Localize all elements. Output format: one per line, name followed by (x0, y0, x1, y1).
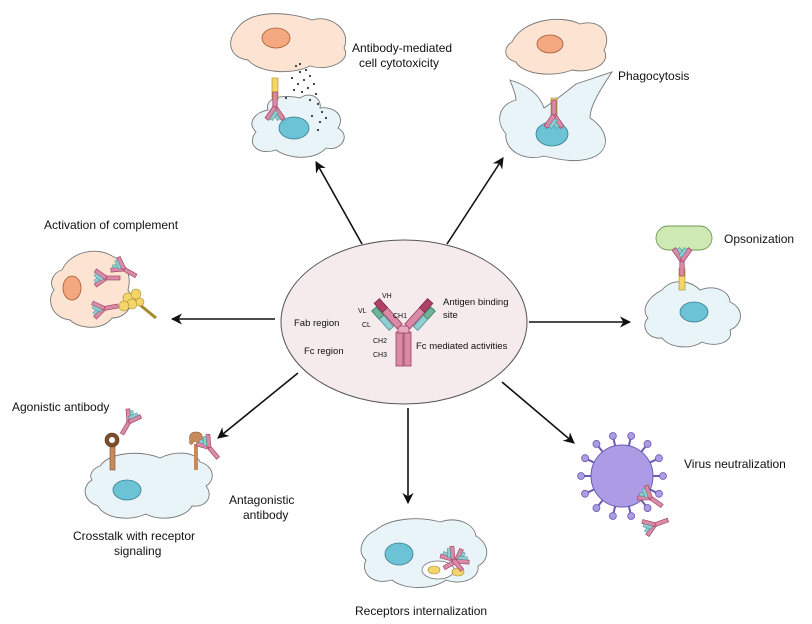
crosstalk-label: Crosstalk with receptor (73, 529, 195, 543)
fab-region-label: Fab region (294, 318, 339, 329)
target-nucleus (261, 27, 291, 49)
domain-cl-label: CL (362, 322, 371, 329)
target-nucleus (62, 275, 82, 301)
virus-spike-tip (659, 472, 667, 480)
arrow-phagocytosis (446, 157, 504, 245)
virus-spike-tip (592, 504, 601, 512)
arrow-agonist (217, 372, 299, 439)
domain-vh-label: VH (382, 293, 392, 300)
crosstalk-label-2: signaling (114, 544, 161, 558)
opsonization-label: Opsonization (724, 232, 794, 246)
center-antibody-structure: VH VL CL CH1 CH2 CH3 Fab region Fc regio… (280, 239, 528, 405)
antibody-icon (371, 298, 436, 367)
virus-spike-tip (643, 504, 652, 512)
domain-vl-label: VL (358, 308, 367, 315)
receptor-signaling-illustration: Agonistic antibody Antagonistic antibody… (12, 400, 294, 558)
virus-neutralization-illustration: Virus neutralization (577, 432, 786, 539)
signaling-cell (84, 452, 213, 519)
phagocytosis-label: Phagocytosis (618, 69, 689, 83)
virus-spike-tip (655, 454, 663, 463)
virus-spike-tip (608, 432, 617, 440)
adcc-illustration: Antibody-mediated cell cytotoxicity (230, 13, 452, 158)
antigen-binding-site-label: Antigen binding (443, 297, 509, 308)
virus-icon (577, 432, 667, 520)
complement-illustration: Activation of complement (44, 218, 179, 328)
arrow-virus (501, 381, 575, 444)
cell-nucleus (679, 301, 709, 323)
virus-spike-tip (581, 489, 589, 498)
target-nucleus (536, 34, 564, 54)
domain-ch3-label: CH3 (373, 352, 387, 359)
agonistic-label: Agonistic antibody (12, 400, 109, 414)
antagonistic-label-2: antibody (243, 508, 288, 522)
virus-spike-tip (608, 512, 617, 520)
virus-spike-tip (627, 512, 636, 520)
internalization-illustration: Receptors internalization (355, 518, 488, 618)
opsonization-illustration: Opsonization (644, 225, 794, 348)
virus-spike-tip (592, 440, 601, 448)
antigen-binding-site-label-2: site (443, 310, 458, 321)
internalization-label: Receptors internalization (355, 604, 487, 618)
virus-neutralization-label: Virus neutralization (684, 457, 786, 471)
complement-label: Activation of complement (44, 218, 179, 232)
virus-body (590, 444, 654, 508)
center-ellipse (280, 239, 528, 405)
arrow-adcc (315, 161, 363, 245)
domain-ch2-label: CH2 (373, 338, 387, 345)
phagocytosis-illustration: Phagocytosis (499, 18, 689, 162)
virus-spike-tip (577, 472, 585, 480)
adcc-label-2: cell cytotoxicity (359, 56, 439, 70)
nk-nucleus (278, 116, 310, 140)
virus-spike-tip (643, 440, 652, 448)
complement-c1q-icon (118, 288, 157, 320)
virus-spike-tip (581, 454, 589, 463)
virus-spike-tip (655, 489, 663, 498)
arrows (170, 157, 632, 505)
adcc-label: Antibody-mediated (352, 41, 452, 55)
fc-region-label: Fc region (304, 346, 344, 357)
fc-mediated-activities-label: Fc mediated activities (416, 341, 508, 352)
internalizing-cell (360, 518, 488, 588)
cytotoxic-granules (284, 62, 328, 132)
virus-spike-tip (627, 432, 636, 440)
opsonin-particle (655, 225, 713, 251)
cell-nucleus (112, 479, 142, 501)
cell-nucleus (384, 542, 414, 566)
domain-ch1-label: CH1 (393, 313, 407, 320)
antagonistic-label: Antagonistic (229, 493, 294, 507)
receptor-agonist-icon (104, 432, 120, 471)
